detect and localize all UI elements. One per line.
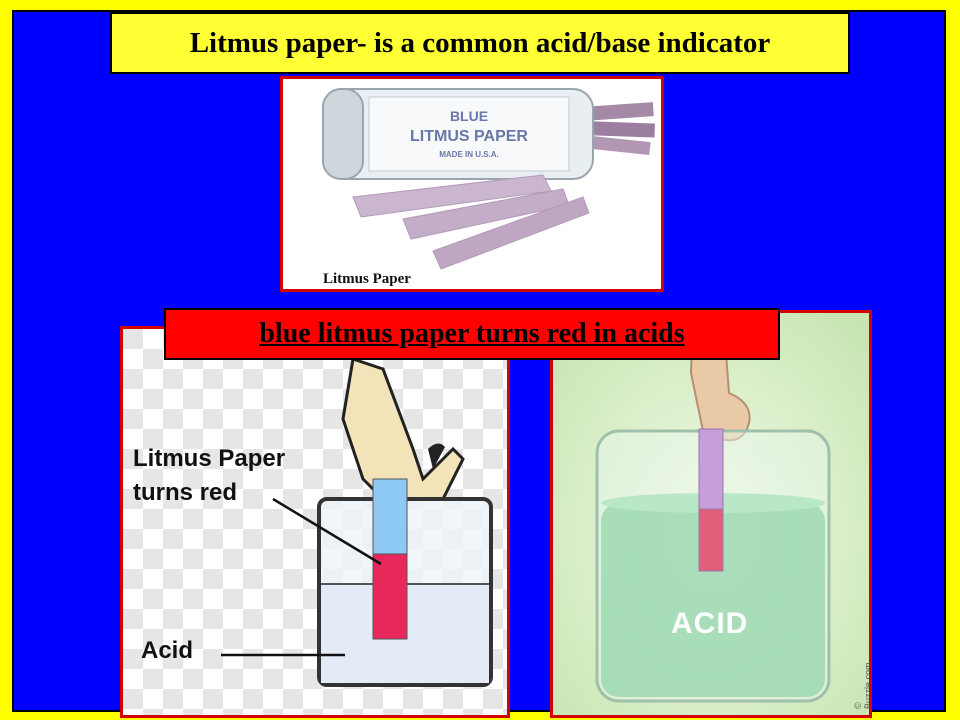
jar-acid-label: ACID: [671, 607, 749, 640]
vial-label-line2: LITMUS PAPER: [410, 128, 528, 145]
blue-strip-part: [372, 478, 408, 555]
red-strip-part: [372, 553, 408, 640]
acid-jar-illustration: ACID © Buzzle.com: [550, 310, 872, 718]
vial-photo-caption: Litmus Paper: [323, 271, 411, 287]
diagram-label-line2: turns red: [133, 479, 238, 506]
red-strip-part-illustration: [698, 508, 724, 572]
loose-strips: [352, 174, 590, 270]
slide-title-text: Litmus paper- is a common acid/base indi…: [189, 26, 771, 59]
diagram-acid-label: Acid: [141, 637, 194, 664]
beaker-diagram: [123, 329, 507, 715]
caption-text: blue litmus paper turns red in acids: [259, 318, 685, 349]
diagram-label-line1: Litmus Paper: [133, 445, 286, 472]
jar-drawing: [553, 313, 869, 715]
caption-banner: blue litmus paper turns red in acids: [164, 308, 780, 360]
vial-cap: [322, 88, 364, 180]
vial-label-line1: BLUE: [450, 108, 488, 124]
vial-label-line3: MADE IN U.S.A.: [439, 150, 499, 159]
strips-in-vial: [581, 102, 655, 156]
hand-drawing: [341, 357, 465, 501]
litmus-diagram-image: Litmus Paper turns red Acid: [120, 326, 510, 718]
litmus-vial-drawing: BLUE LITMUS PAPER MADE IN U.S.A.: [283, 79, 661, 289]
slide-title: Litmus paper- is a common acid/base indi…: [110, 12, 850, 74]
purple-strip-part: [698, 428, 724, 510]
litmus-vial-image: BLUE LITMUS PAPER MADE IN U.S.A. Litmus …: [280, 76, 664, 292]
copyright-text: © Buzzle.com: [853, 662, 872, 709]
